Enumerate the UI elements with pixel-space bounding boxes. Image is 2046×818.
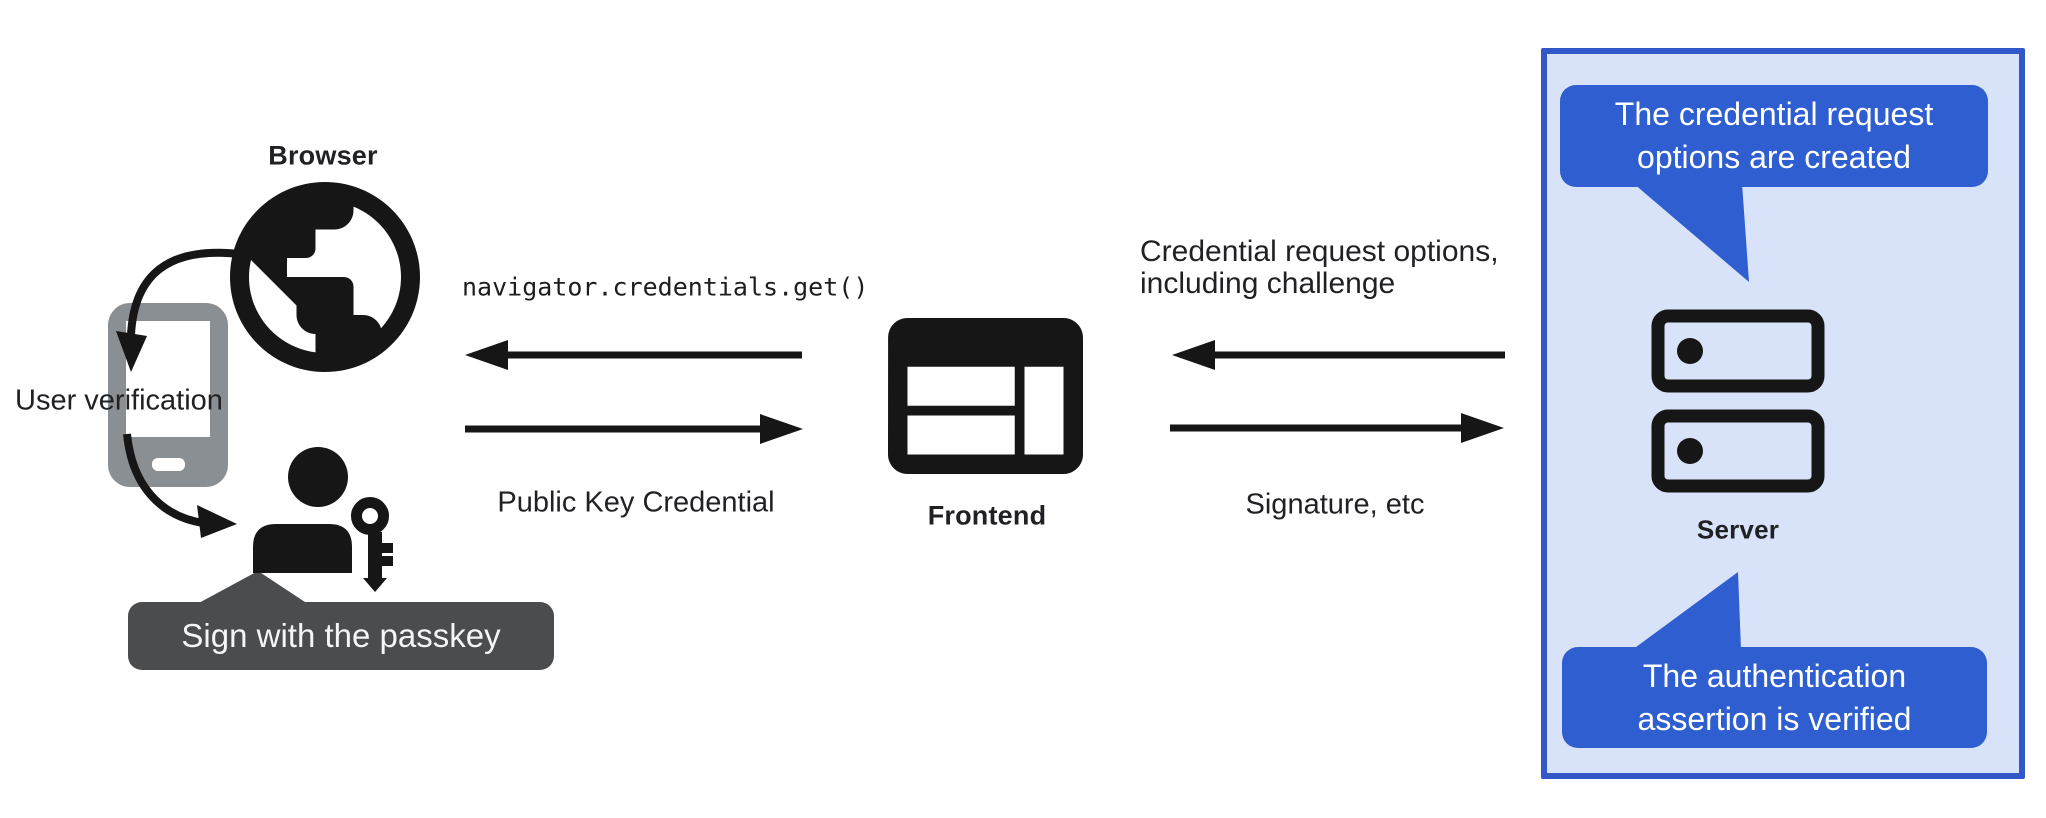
signature-etc-label: Signature, etc (1245, 488, 1425, 521)
credential-request-options-label: Credential request options, including ch… (1140, 236, 1499, 300)
arrow-frontend-to-server (1170, 413, 1504, 443)
arrow-frontend-to-browser (465, 340, 802, 370)
globe-icon (230, 182, 420, 372)
browser-node-label: Browser (268, 140, 378, 171)
credential-request-options-line1: Credential request options, (1140, 235, 1499, 268)
assertion-verified-text: The authentication assertion is verified (1637, 657, 1912, 737)
key-icon (351, 497, 393, 592)
sign-with-passkey-tooltip: Sign with the passkey (128, 602, 554, 670)
sign-with-passkey-label: Sign with the passkey (181, 617, 501, 654)
browser-window-icon (888, 318, 1083, 474)
credential-request-created-text: The credential request options are creat… (1614, 96, 1934, 175)
curved-arrow-browser-to-phone (116, 248, 241, 372)
arrow-server-to-frontend (1172, 340, 1505, 370)
tooltip-pointer (197, 571, 308, 604)
person-icon (253, 447, 352, 573)
credential-request-options-line2: including challenge (1140, 267, 1396, 300)
assertion-verified-callout: The authentication assertion is verified (1562, 647, 1987, 748)
frontend-node-label: Frontend (927, 500, 1047, 531)
curved-arrow-phone-to-user (123, 433, 237, 538)
user-verification-label: User verification (15, 384, 223, 417)
navigator-credentials-get-call-label: navigator.credentials.get() (462, 272, 869, 302)
public-key-credential-label: Public Key Credential (497, 486, 775, 519)
server-node-label: Server (1696, 514, 1780, 545)
arrow-browser-to-frontend (465, 414, 803, 444)
credential-request-created-callout: The credential request options are creat… (1560, 85, 1988, 187)
